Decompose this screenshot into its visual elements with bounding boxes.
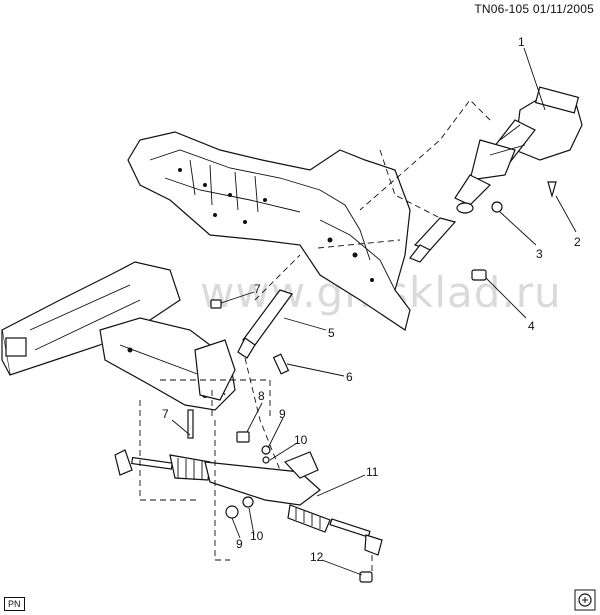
callout-8: 8: [258, 389, 265, 403]
gm-logo-icon: [574, 589, 596, 611]
pn-label: PN: [4, 597, 25, 611]
dash-panel: [127, 131, 411, 331]
callout-12: 12: [310, 550, 324, 564]
callout-7-upper: 7: [254, 282, 261, 296]
callout-4: 4: [528, 319, 535, 333]
callout-9-lower: 9: [236, 537, 243, 551]
location-lines: [139, 99, 491, 572]
intermediate-shaft: [237, 217, 457, 359]
fasteners: [187, 181, 557, 583]
callout-7-lower: 7: [162, 407, 169, 421]
callout-9-upper: 9: [279, 407, 286, 421]
document-id: TN06-105 01/11/2005: [474, 2, 594, 16]
frame-rail: [1, 261, 236, 411]
callout-10-lower: 10: [250, 529, 264, 543]
steering-column: [454, 86, 583, 214]
callout-2: 2: [574, 235, 581, 249]
callout-3: 3: [536, 247, 543, 261]
callout-10-upper: 10: [294, 433, 308, 447]
leader-lines: [171, 47, 577, 576]
callout-6: 6: [346, 370, 353, 384]
callout-1: 1: [518, 35, 525, 49]
steering-gear: [114, 449, 383, 556]
callout-11: 11: [366, 465, 379, 479]
callout-5: 5: [328, 326, 335, 340]
